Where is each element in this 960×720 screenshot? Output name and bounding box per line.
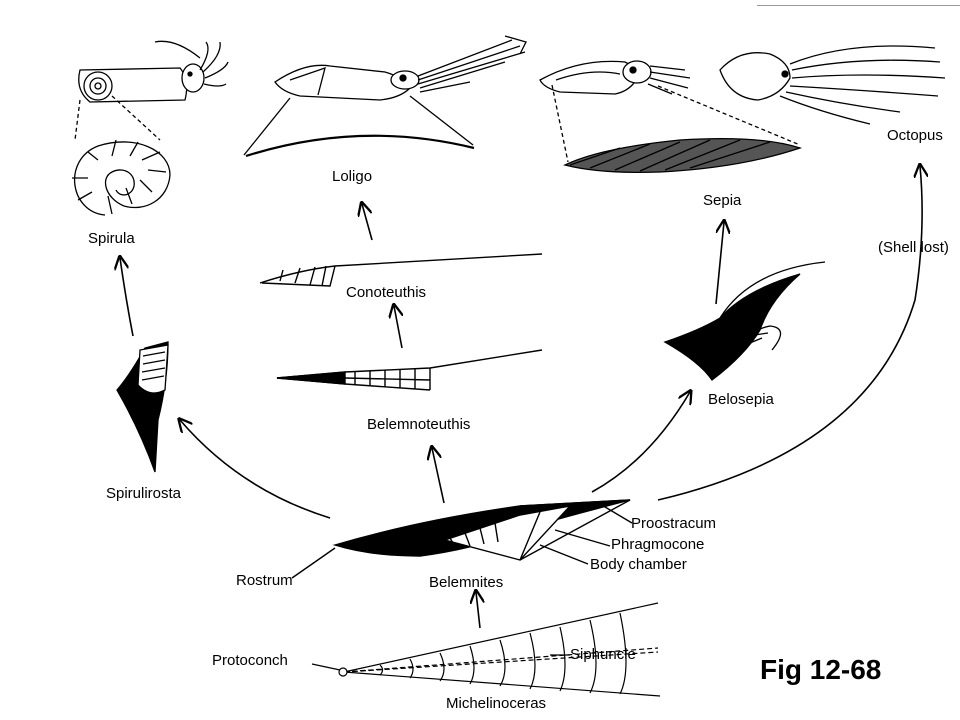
label-spirula: Spirula: [88, 230, 135, 247]
belosepia-illustration: [663, 261, 826, 381]
label-rostrum: Rostrum: [236, 572, 293, 589]
arrow-to-conoteuthis: [394, 306, 402, 349]
arrow-to-belemnites: [476, 592, 480, 629]
arrow-to-belemnoteuthis: [432, 448, 445, 504]
label-siphuncle: Siphuncle: [570, 646, 636, 663]
michelinoceras-illustration: [311, 602, 661, 697]
spirulirosta-illustration: [116, 341, 169, 473]
arrow-to-octopus: [657, 166, 922, 501]
label-conoteuthis: Conoteuthis: [346, 284, 427, 301]
label-proostracum: Proostracum: [631, 515, 717, 532]
label-spirulirosta: Spirulirosta: [106, 485, 182, 502]
label-body-chamber: Body chamber: [590, 556, 687, 573]
arrow-to-belosepia: [591, 392, 690, 493]
evolution-arrows: [120, 166, 922, 629]
label-belemnoteuthis: Belemnoteuthis: [367, 416, 471, 433]
label-protoconch: Protoconch: [212, 652, 288, 669]
label-octopus: Octopus: [887, 127, 943, 144]
arrow-to-spirulirosta: [180, 420, 331, 519]
loligo-illustration: [243, 35, 527, 158]
label-shell-lost: (Shell lost): [878, 239, 949, 256]
label-belosepia: Belosepia: [708, 391, 774, 408]
belemnoteuthis-illustration: [276, 349, 543, 391]
figure-caption: Fig 12-68: [760, 654, 882, 685]
sepia-illustration: [539, 60, 803, 174]
arrow-to-spirula: [120, 258, 134, 337]
label-michelinoceras: Michelinoceras: [446, 695, 547, 712]
arrow-to-loligo: [362, 204, 373, 241]
label-loligo: Loligo: [332, 168, 373, 185]
arrow-to-sepia: [715, 222, 724, 305]
octopus-illustration: [719, 45, 946, 125]
label-phragmocone: Phragmocone: [611, 536, 705, 553]
top-rule: [757, 5, 960, 6]
spirula-illustration: [72, 40, 229, 216]
label-sepia: Sepia: [703, 192, 742, 209]
label-belemnites: Belemnites: [429, 574, 504, 591]
belemnites-illustration: [291, 499, 633, 579]
conoteuthis-illustration: [259, 253, 543, 287]
